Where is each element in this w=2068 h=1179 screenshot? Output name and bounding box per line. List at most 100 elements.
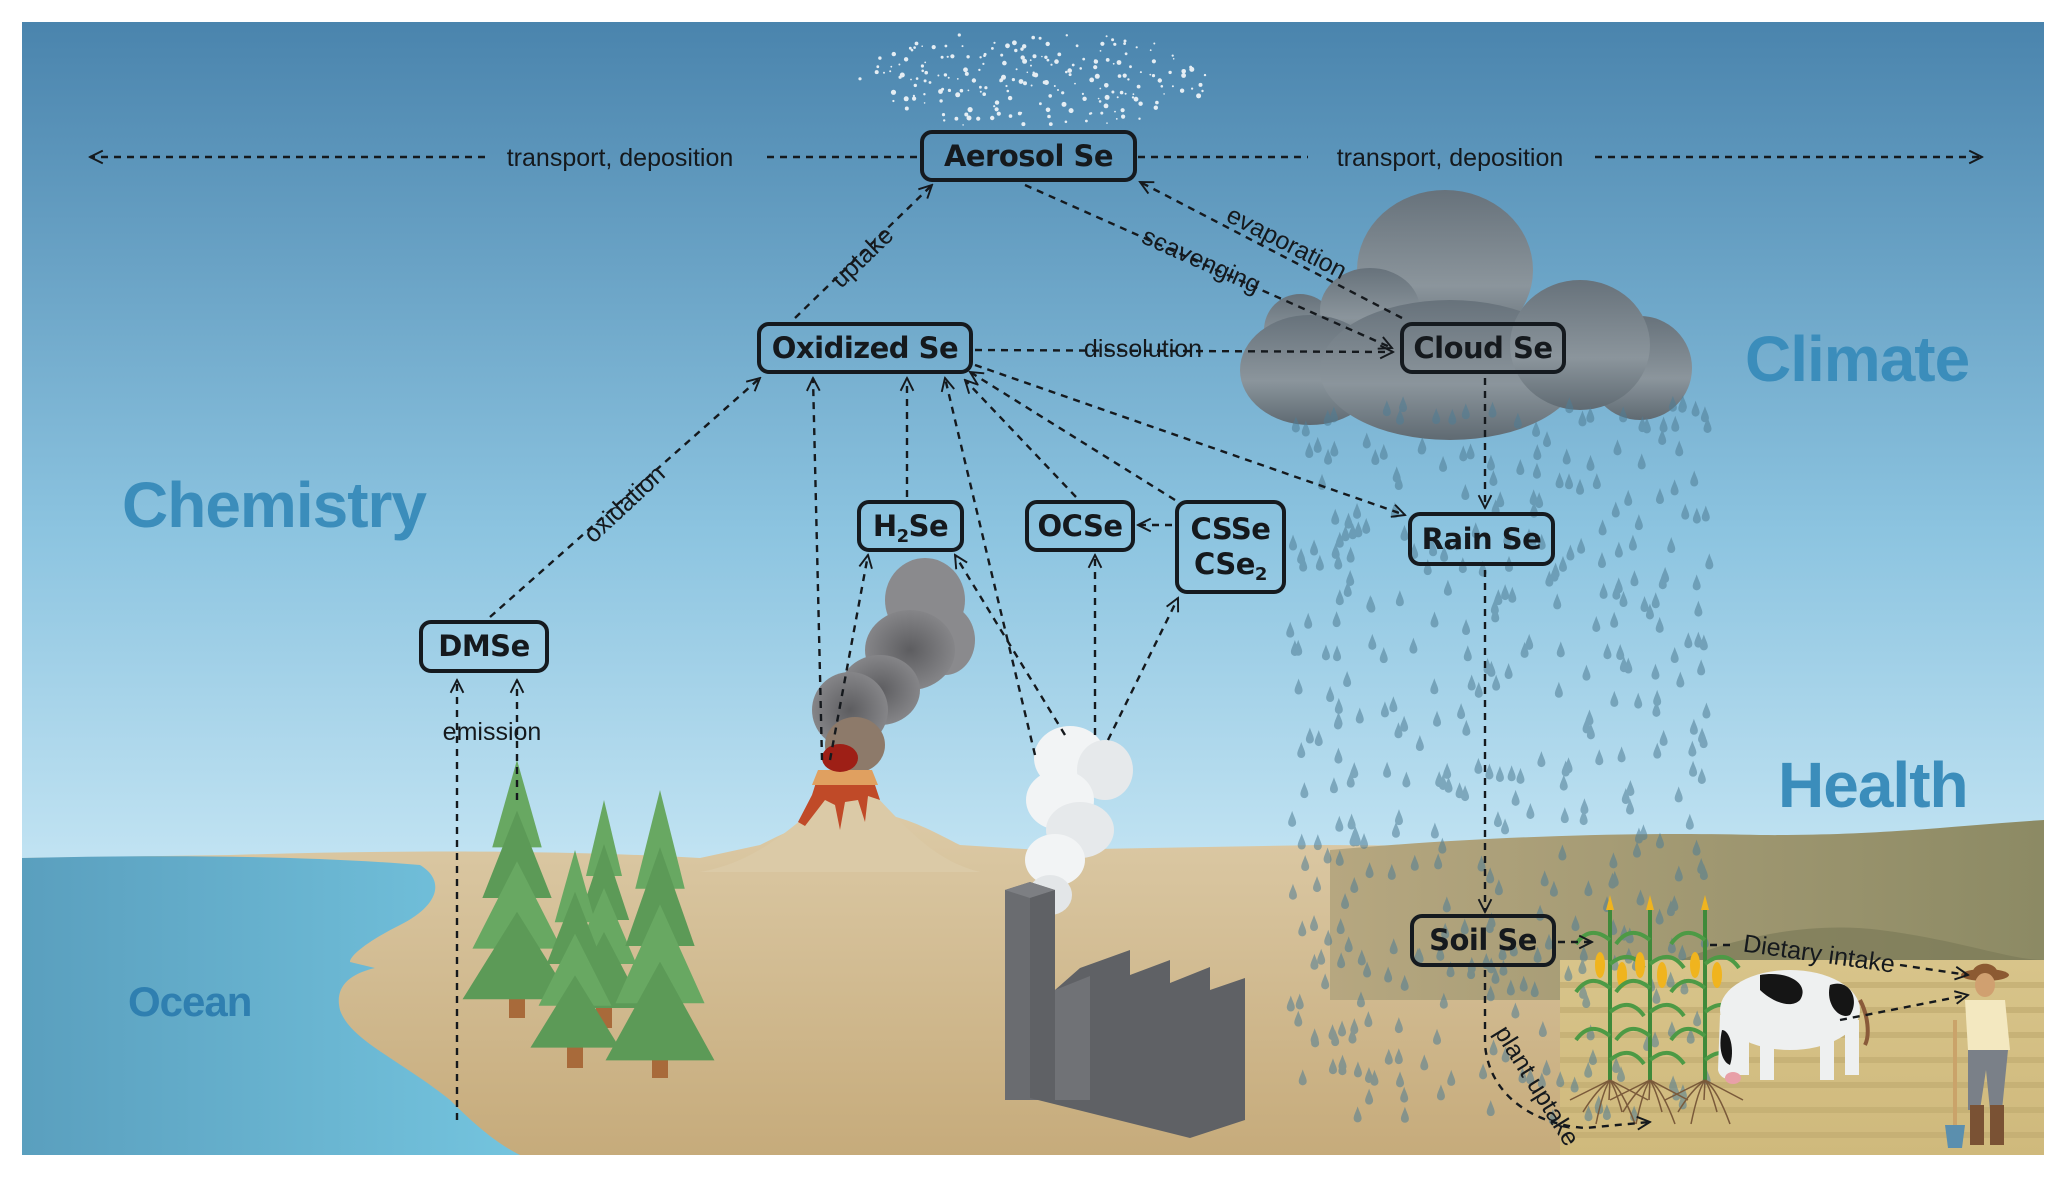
aerosol-particle [1057,52,1062,57]
rain-drop [1680,978,1689,995]
rain-drop [1486,1100,1495,1117]
cse2-main: CSe [1194,547,1255,581]
rain-drop [1448,408,1457,425]
aerosol-particle [973,80,976,82]
rain-drop [1537,1072,1546,1089]
rain-drop [1366,595,1375,612]
aerosol-particle [948,89,951,92]
rain-drop [1598,519,1607,536]
rain-drop [1379,443,1388,460]
rain-drop [1494,879,1503,896]
rain-drop [1701,505,1710,522]
rain-drop [1584,880,1593,897]
node-csse-label: CSSe [1190,512,1271,547]
aerosol-particle [1045,107,1051,113]
rain-drop [1370,1069,1379,1086]
aerosol-particle [1068,73,1072,77]
rain-drop [1633,841,1642,858]
rain-drop [1651,663,1660,680]
edge-scavenging [1024,183,1392,348]
aerosol-particle [1061,91,1065,95]
corn-plant [1609,895,1689,1125]
rain-drop [1323,847,1332,864]
rain-drop [1556,1071,1565,1088]
aerosol-particle [923,93,926,96]
aerosol-particle [976,116,981,121]
rain-drop [1548,1108,1557,1125]
rain-drop [1461,403,1470,420]
aerosol-particle [1008,114,1013,118]
rain-drop [1333,645,1342,662]
rain-drop [1396,1071,1405,1088]
aerosol-particle [1022,58,1028,64]
rain-drop [1400,1106,1409,1123]
aerosol-particle [1122,73,1127,78]
aerosol-particle [913,83,917,88]
rain-drop [1689,718,1698,735]
rain-drop [1305,727,1314,744]
aerosol-particle [910,48,914,52]
rain-drop [1579,945,1588,962]
aerosol-particle [1079,67,1082,70]
rain-drop [1509,940,1518,957]
rain-drop [1666,971,1675,988]
rain-drop [1301,420,1310,437]
volcano-crater [812,770,878,785]
rain-drop [1562,448,1571,465]
rain-drop [1362,517,1371,534]
rain-drop [1694,631,1703,648]
aerosol-particle [1121,114,1126,119]
aerosol-particle [993,105,996,108]
aerosol-particle [923,79,927,83]
aerosol-particle [937,74,940,77]
rain-drop [1501,1046,1510,1063]
aerosol-particle [1014,48,1018,53]
rain-drop [1365,1088,1374,1105]
corn-plant [1569,895,1649,1125]
rain-drop [1335,849,1344,866]
rain-drop [1321,644,1330,661]
rain-drop [1691,400,1700,417]
rain-drop [1692,839,1701,856]
rain-drop [1400,524,1409,541]
rain-drop [1446,961,1455,978]
aerosol-particle [890,89,897,95]
aerosol-particle [1026,71,1029,74]
rain-drop [1430,822,1439,839]
rain-drop [1338,1054,1347,1071]
rain-drop [1338,1020,1347,1037]
rain-drop [1294,1010,1303,1027]
rain-drop [1353,1106,1362,1123]
aerosol-particle [1065,34,1069,37]
rain-drop [1383,761,1392,778]
aerosol-particle [1115,118,1118,120]
rain-drop [1537,751,1546,768]
rain-drop [1490,598,1499,615]
rain-drop [1425,532,1434,549]
cow [1718,970,1870,1084]
h2se-se: Se [908,508,949,543]
aerosol-particle [904,106,909,111]
rain-drop [1669,1075,1678,1092]
rain-drop [1690,470,1699,487]
rain-drop [1653,689,1662,706]
rain-drop [1655,908,1664,925]
rain-drop [1365,862,1374,879]
aerosol-particle [956,78,959,80]
rain-drop [1298,920,1307,937]
aerosol-particles [858,33,1207,127]
aerosol-particle [1149,49,1152,52]
edge-dietary-cow [1839,995,1968,1022]
node-cloud-se: Cloud Se [1400,322,1566,374]
aerosol-particle [874,70,879,75]
rain-drop [1384,966,1393,983]
aerosol-particle [1044,55,1048,59]
rain-drop [1519,975,1528,992]
rain-drop [1674,786,1683,803]
aerosol-particle [1093,59,1099,64]
rain-drop [1506,979,1515,996]
rain-drop [1659,729,1668,746]
rain-drop [1651,592,1660,609]
rain-drop [1337,952,1346,969]
rain-drop [1653,742,1662,759]
